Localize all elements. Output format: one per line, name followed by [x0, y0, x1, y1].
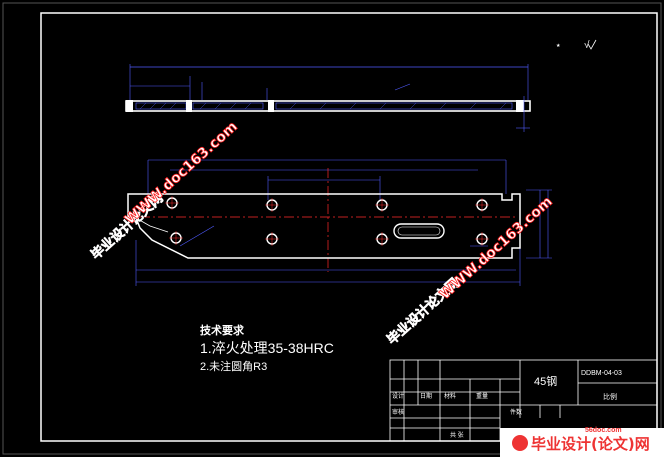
- part-material: 45钢: [534, 375, 557, 388]
- notes-heading: 技术要求: [200, 323, 245, 337]
- drawing-border: [40, 12, 658, 442]
- note-line-1: 1.淬火处理35-38HRC: [200, 340, 334, 356]
- svg-text:WWW.doc163.com: WWW.doc163.com: [122, 119, 241, 228]
- date-label: 日期: [420, 392, 432, 400]
- footer-logo-icon: [512, 435, 528, 451]
- sheet-label: 共 张: [450, 431, 464, 439]
- weight-label: 重量: [476, 392, 488, 400]
- check-label: 审核: [392, 408, 404, 416]
- front-view-plate: [127, 159, 552, 286]
- svg-text:√: √: [584, 39, 590, 51]
- technical-notes: 技术要求 1.淬火处理35-38HRC 2.未注圆角R3: [200, 323, 334, 373]
- qty-label: 件数: [510, 408, 522, 416]
- footer-brand: 毕业设计(论文)网: [531, 435, 650, 453]
- svg-text:★: ★: [556, 43, 561, 49]
- note-line-2: 2.未注圆角R3: [200, 359, 267, 373]
- watermark-site-2: WWW.doc163.com: [437, 193, 557, 303]
- drawing-number: DDBM-04-03: [581, 370, 622, 377]
- footer-domain: 56doc.com: [585, 427, 622, 434]
- design-label: 设计: [392, 392, 404, 400]
- top-view-bar: [125, 64, 531, 132]
- scale-label: 比例: [603, 392, 617, 401]
- roughness-symbol-icon: √ ★: [556, 39, 597, 51]
- material-label: 材料: [444, 392, 456, 400]
- svg-text:WWW.doc163.com: WWW.doc163.com: [437, 194, 556, 303]
- watermark-site-1: WWW.doc163.com: [122, 118, 242, 228]
